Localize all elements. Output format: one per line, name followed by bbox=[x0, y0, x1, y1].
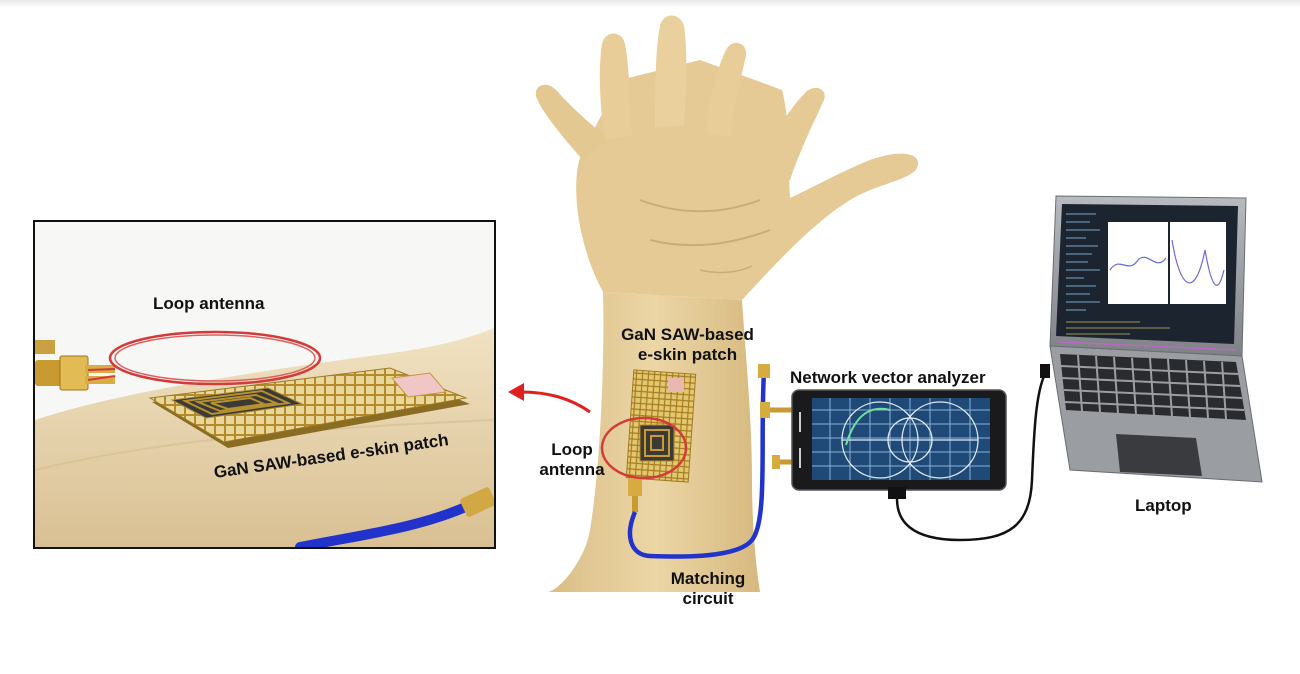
patch-label-line2: e-skin patch bbox=[637, 345, 738, 364]
inset-sma-connector-icon bbox=[35, 340, 115, 391]
loop-antenna-label-line2: antenna bbox=[539, 460, 605, 479]
laptop-icon bbox=[1040, 195, 1263, 483]
matching-circuit-label-line2: circuit bbox=[682, 589, 734, 608]
inset-e-skin-patch-icon bbox=[148, 367, 470, 448]
network-analyzer-label: Network vector analyzer bbox=[790, 368, 986, 387]
top-edge-shade bbox=[0, 0, 1300, 8]
patch-label-line1: GaN SAW-based bbox=[621, 325, 754, 344]
laptop-label: Laptop bbox=[1135, 496, 1192, 515]
wrist-loop-antenna-icon bbox=[600, 416, 688, 480]
wrist-e-skin-patch-icon bbox=[625, 369, 697, 512]
network-analyzer-icon bbox=[791, 371, 1048, 542]
inset-pointer-arrow bbox=[508, 383, 591, 414]
inset-panel bbox=[33, 220, 496, 549]
loop-antenna-label: Loop antenna bbox=[532, 440, 612, 480]
matching-circuit-label-line1: Matching bbox=[670, 569, 746, 588]
patch-label: GaN SAW-based e-skin patch bbox=[600, 325, 775, 365]
hand-icon bbox=[535, 15, 919, 592]
inset-loop-antenna-label: Loop antenna bbox=[153, 294, 265, 313]
loop-antenna-label-line1: Loop bbox=[551, 440, 593, 459]
inset-coax-cable-icon bbox=[295, 487, 494, 547]
matching-circuit-label: Matching circuit bbox=[658, 569, 758, 609]
inset-loop-antenna-icon bbox=[87, 330, 322, 386]
